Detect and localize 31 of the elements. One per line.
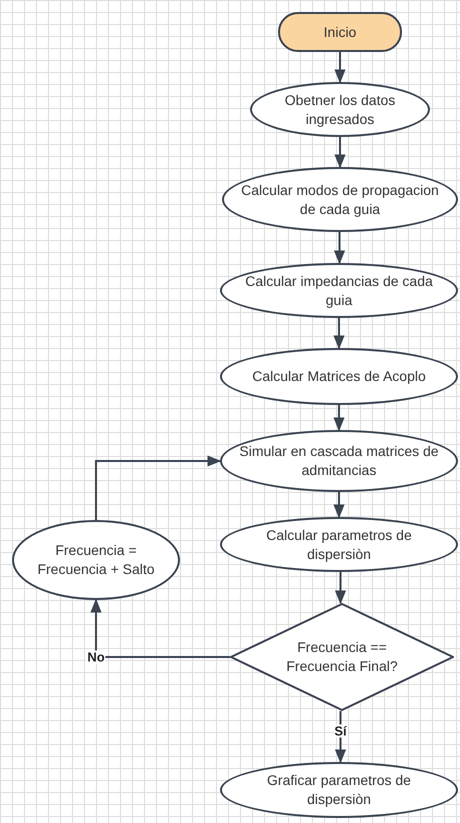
arrow (333, 405, 345, 432)
arrow (333, 318, 345, 350)
process-oval (220, 348, 458, 405)
arrow (95, 455, 222, 520)
node-label: Calcular parametros de dispersiòn (265, 526, 413, 564)
node-label: Graficar parametros de dispersiòn (266, 771, 412, 809)
process-oval (220, 263, 458, 318)
arrow (333, 492, 345, 518)
process-oval (220, 430, 458, 492)
node-label: Calcular impedancias de cada guia (244, 272, 434, 310)
arrow (334, 52, 346, 84)
process-oval (220, 762, 458, 818)
process-oval (222, 167, 458, 232)
edge-label: Sí (333, 724, 348, 738)
node-label: Calcular modos de propagacion de cada guia (240, 180, 440, 218)
node-label: Frecuencia = Frecuencia + Salto (36, 541, 156, 579)
arrow (334, 137, 346, 168)
node-label: Obetner los datos ingresados (284, 90, 396, 128)
node-label: Calcular Matrices de Acoplo (251, 367, 427, 386)
arrow (90, 598, 230, 658)
edge-label: No (86, 650, 106, 664)
decision-diamond (230, 603, 454, 711)
process-oval (220, 517, 458, 572)
node-label: Simular en cascada matrices de admitancias (238, 442, 440, 480)
arrow (334, 232, 346, 264)
process-oval (12, 520, 180, 600)
node-label: Inicio (322, 22, 358, 42)
start-terminal (278, 12, 402, 52)
process-oval (250, 82, 430, 137)
arrow (334, 572, 346, 604)
node-label: Frecuencia == Frecuencia Final? (285, 638, 399, 676)
